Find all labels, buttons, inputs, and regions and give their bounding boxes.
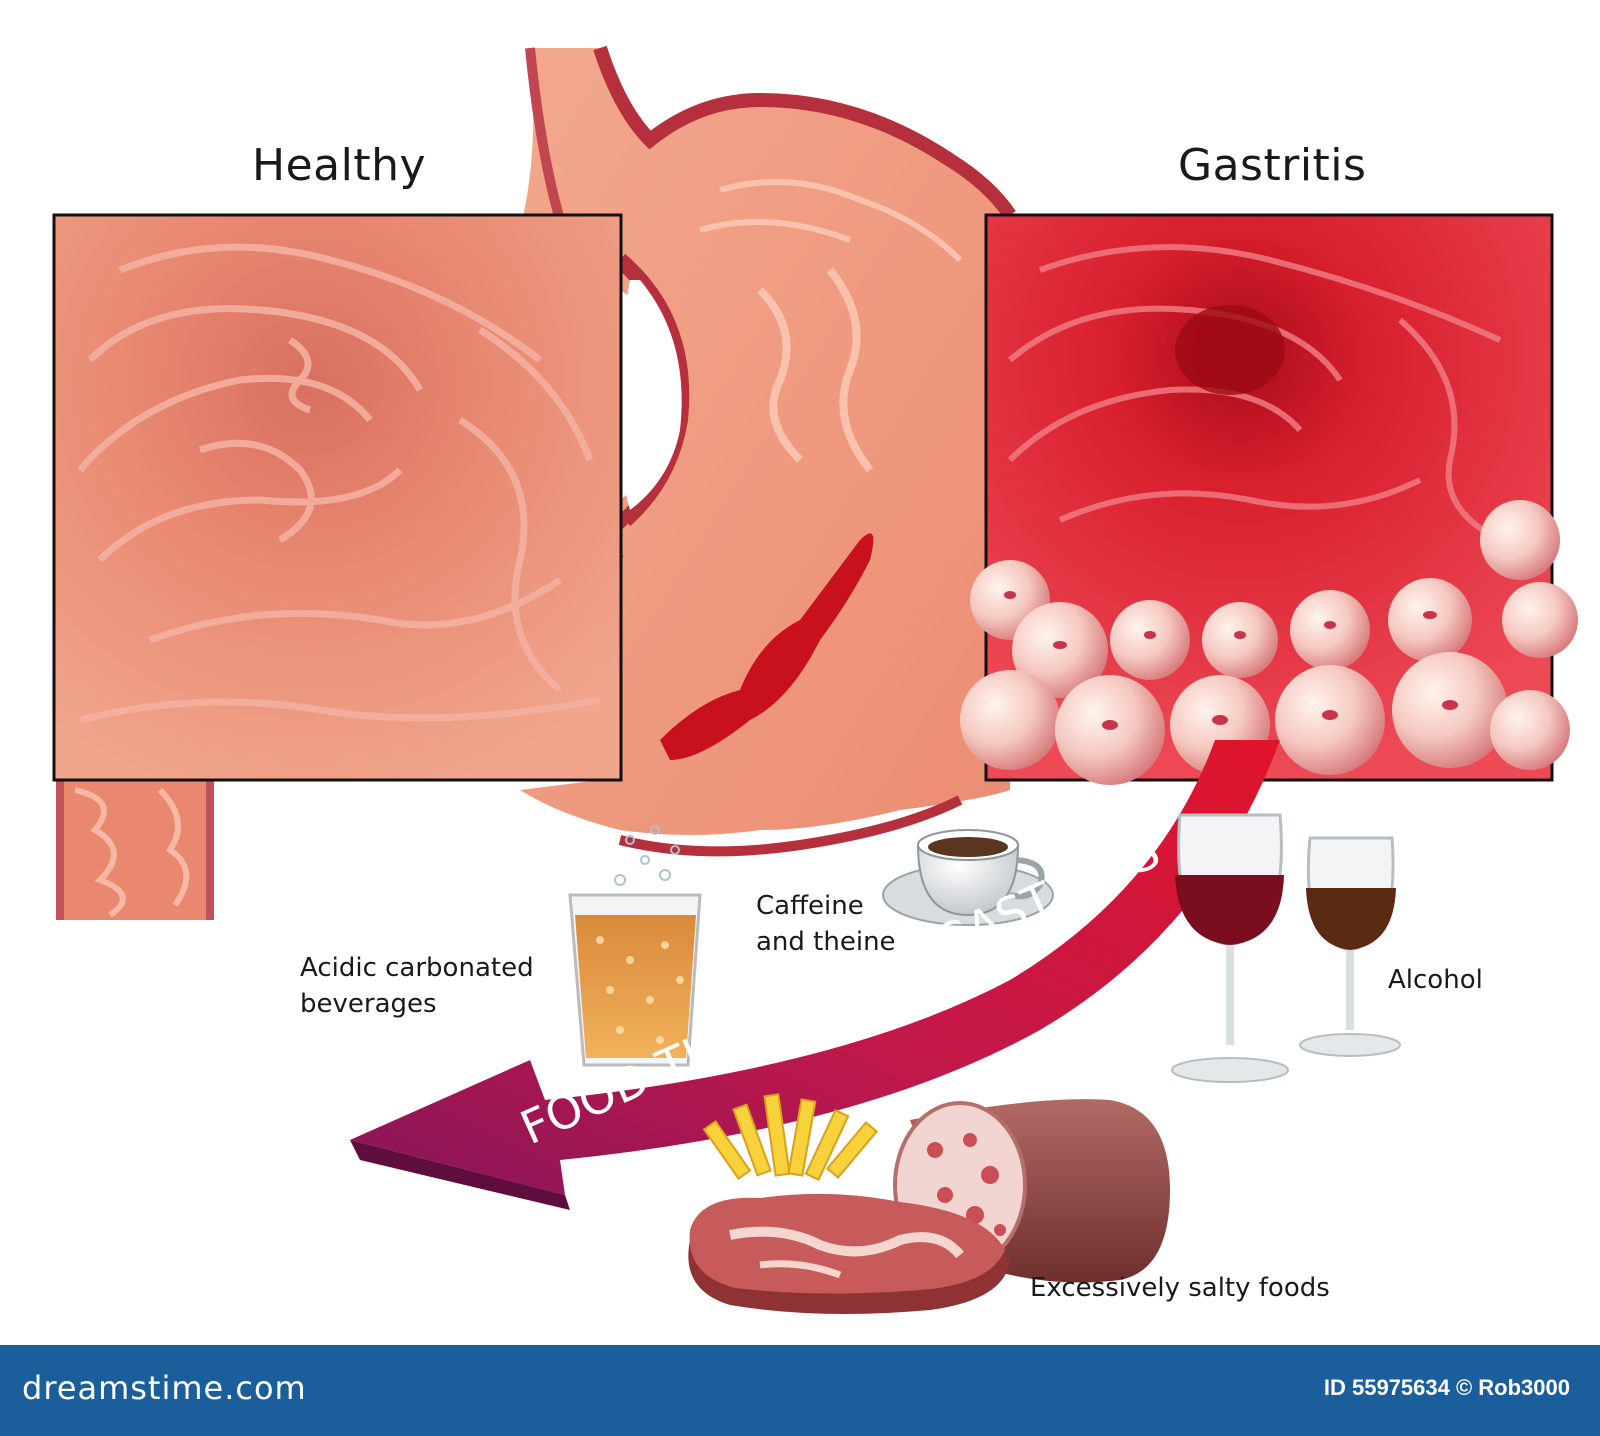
gastritis-title: Gastritis xyxy=(1178,140,1367,191)
footer-bar: dreamstime.com ID 55975634 © Rob3000 xyxy=(0,1345,1600,1436)
footer-brand[interactable]: dreamstime.com xyxy=(22,1369,307,1407)
inflamed-cells xyxy=(960,500,1578,785)
wine-glasses-icon xyxy=(1171,813,1401,1083)
alcohol-label: Alcohol xyxy=(1388,965,1483,995)
coffee-cup-icon xyxy=(882,829,1054,926)
caffeine-label-line2: and theine xyxy=(756,927,896,957)
footer-id-credit: ID 55975634 © Rob3000 xyxy=(1323,1375,1570,1400)
gastritis-panel xyxy=(960,213,1578,785)
salty-foods-icon xyxy=(688,1093,1170,1314)
carbonated-label: Acidic carbonated beverages xyxy=(300,950,534,1022)
healthy-title: Healthy xyxy=(252,140,427,191)
healthy-panel xyxy=(52,213,623,782)
salty-foods-label: Excessively salty foods xyxy=(1030,1273,1330,1303)
carbonated-label-line1: Acidic carbonated xyxy=(300,953,534,983)
caffeine-label-line1: Caffeine xyxy=(756,891,864,921)
duodenum-tube xyxy=(56,775,214,920)
caffeine-label: Caffeine and theine xyxy=(756,888,896,960)
carbonated-label-line2: beverages xyxy=(300,989,437,1019)
soda-glass-icon xyxy=(568,825,702,1067)
